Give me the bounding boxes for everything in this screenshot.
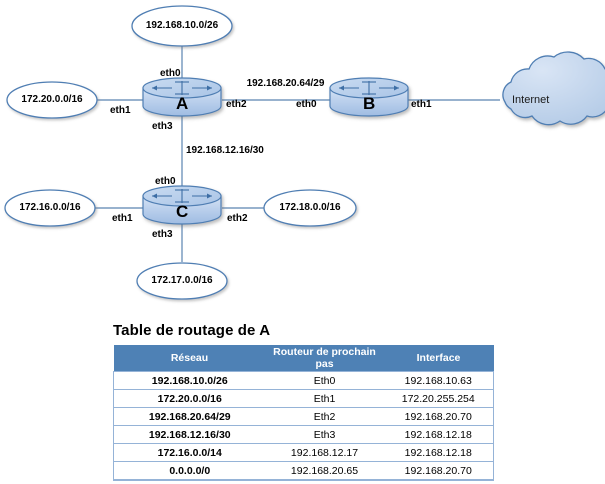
- cell-interface: 192.168.10.63: [383, 371, 494, 390]
- col-header-next-hop: Routeur de prochain pas: [265, 345, 384, 372]
- network-ellipse-c-bottom: [136, 262, 228, 300]
- network-label-c-left: 172.16.0.0/16: [19, 202, 81, 213]
- iface-c-eth2: eth2: [227, 213, 248, 224]
- cell-next-hop: 192.168.12.17: [265, 443, 384, 462]
- router-c-label: C: [176, 202, 189, 221]
- cell-network: 192.168.20.64/29: [113, 407, 266, 426]
- iface-b-eth0: eth0: [296, 99, 317, 110]
- iface-a-eth0: eth0: [160, 68, 181, 79]
- cell-interface: 172.20.255.254: [383, 389, 494, 408]
- router-a-label: A: [176, 94, 189, 113]
- router-a: [142, 77, 222, 117]
- routing-table-block: Table de routage de A Réseau Routeur de …: [113, 322, 494, 481]
- network-ellipse-a-left: [6, 81, 98, 119]
- iface-c-eth1: eth1: [112, 213, 133, 224]
- cell-next-hop: Eth1: [265, 389, 384, 408]
- table-header-row: Réseau Routeur de prochain pas Interface: [113, 345, 494, 372]
- router-b-label: B: [363, 94, 376, 113]
- network-label-top: 192.168.10.0/26: [145, 20, 219, 31]
- network-label-c-right: 172.18.0.0/16: [279, 202, 341, 213]
- iface-c-eth0: eth0: [155, 176, 176, 187]
- network-ellipse-c-right: [263, 189, 357, 227]
- cell-interface: 192.168.20.70: [383, 461, 494, 481]
- internet-cloud: [502, 51, 605, 126]
- cell-next-hop: Eth0: [265, 371, 384, 390]
- link-label-ac: 192.168.12.16/30: [186, 145, 264, 156]
- network-label-a-left: 172.20.0.0/16: [21, 94, 83, 105]
- router-b: [329, 77, 409, 117]
- diagram-canvas: [4, 5, 605, 300]
- iface-b-eth1: eth1: [411, 99, 432, 110]
- cell-interface: 192.168.20.70: [383, 407, 494, 426]
- col-header-network: Réseau: [113, 345, 266, 372]
- iface-a-eth1: eth1: [110, 105, 131, 116]
- col-header-interface: Interface: [383, 345, 494, 372]
- internet-cloud-label: Internet: [512, 94, 550, 106]
- network-label-c-bottom: 172.17.0.0/16: [151, 275, 213, 286]
- network-ellipse-c-left: [4, 189, 96, 227]
- network-ellipse-top: [131, 5, 233, 47]
- cell-network: 172.16.0.0/14: [113, 443, 266, 462]
- network-diagram: 192.168.10.0/26 172.20.0.0/16 172.16.0.0…: [4, 5, 605, 300]
- cell-next-hop: Eth2: [265, 407, 384, 426]
- cell-network: 192.168.10.0/26: [113, 371, 266, 390]
- link-lines: [95, 46, 500, 262]
- cell-network: 0.0.0.0/0: [113, 461, 266, 481]
- iface-a-eth2: eth2: [226, 99, 247, 110]
- iface-c-eth3: eth3: [152, 229, 173, 240]
- routing-table: Réseau Routeur de prochain pas Interface…: [113, 345, 494, 481]
- routing-table-title: Table de routage de A: [113, 322, 271, 339]
- cell-interface: 192.168.12.18: [383, 425, 494, 444]
- cell-network: 192.168.12.16/30: [113, 425, 266, 444]
- iface-a-eth3: eth3: [152, 121, 173, 132]
- cell-next-hop: Eth3: [265, 425, 384, 444]
- network-ellipses: [4, 5, 357, 300]
- router-c: [142, 185, 222, 225]
- link-label-ab: 192.168.20.64/29: [246, 78, 325, 89]
- cell-interface: 192.168.12.18: [383, 443, 494, 462]
- cell-network: 172.20.0.0/16: [113, 389, 266, 408]
- cell-next-hop: 192.168.20.65: [265, 461, 384, 481]
